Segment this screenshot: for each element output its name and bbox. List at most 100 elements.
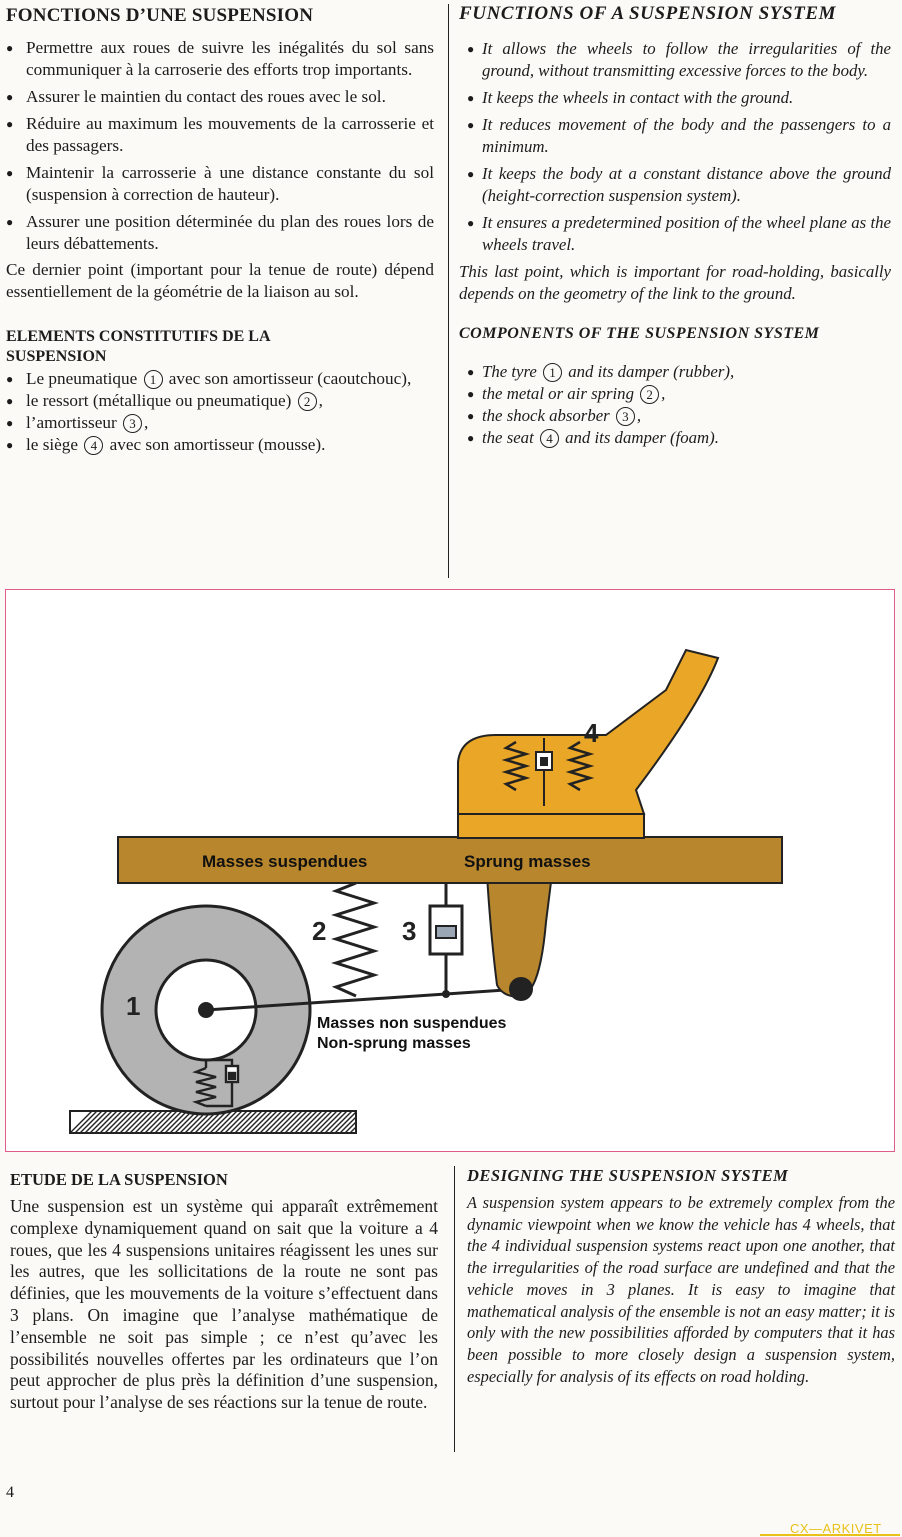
ground-hatch	[69, 1110, 357, 1134]
list-item: Assurer une position déterminée du plan …	[6, 211, 434, 255]
list-item: the seat 4 and its damper (foam).	[459, 427, 891, 449]
callout-number: 2	[640, 385, 660, 404]
english-study-title: DESIGNING THE SUSPENSION SYSTEM	[467, 1166, 789, 1185]
english-study-text: A suspension system appears to be extrem…	[467, 1193, 895, 1386]
hatch-line	[129, 1110, 153, 1134]
component-text: ,	[144, 413, 149, 432]
hatch-line	[329, 1110, 353, 1134]
callout-4: 4	[584, 718, 599, 748]
tyre-damper	[192, 1058, 240, 1108]
list-item: It ensures a predetermined position of t…	[459, 212, 891, 256]
hatch-line	[229, 1110, 253, 1134]
hatch-line	[254, 1110, 278, 1134]
callout-number: 1	[143, 370, 163, 389]
component-text: ,	[318, 391, 323, 410]
english-column-bottom: DESIGNING THE SUSPENSION SYSTEM A suspen…	[467, 1166, 895, 1387]
list-item: Le pneumatique 1 avec son amortisseur (c…	[6, 368, 434, 390]
hatch-line	[249, 1110, 273, 1134]
english-components-list: The tyre 1 and its damper (rubber), the …	[459, 361, 891, 449]
shock-absorber-3	[428, 883, 464, 994]
hatch-line	[294, 1110, 318, 1134]
callout-1: 1	[126, 991, 140, 1021]
french-study-text: Une suspension est un système qui appara…	[10, 1196, 438, 1413]
suspension-diagram: Masses suspendues Sprung masses 1 2 3 4 …	[5, 589, 895, 1152]
component-text: the metal or air spring	[482, 384, 634, 403]
component-text: and its damper (rubber),	[568, 362, 735, 381]
hatch-line	[89, 1110, 113, 1134]
component-text: le ressort (métallique ou pneumatique)	[26, 391, 292, 410]
list-item: It keeps the wheels in contact with the …	[459, 87, 891, 109]
french-column-top: FONCTIONS D’UNE SUSPENSION Permettre aux…	[6, 4, 434, 456]
hatch-line	[279, 1110, 303, 1134]
hatch-line	[114, 1110, 138, 1134]
english-function-list: It allows the wheels to follow the irreg…	[459, 38, 891, 256]
list-item: Assurer le maintien du contact des roues…	[6, 86, 434, 108]
component-text: le siège	[26, 435, 79, 454]
callout-number: 3	[615, 407, 635, 426]
hatch-line	[124, 1110, 148, 1134]
sprung-mass-label-fr: Masses suspendues	[202, 852, 367, 871]
hatch-line	[309, 1110, 333, 1134]
english-column-top: FUNCTIONS OF A SUSPENSION SYSTEM It allo…	[459, 2, 891, 449]
list-item: It keeps the body at a constant distance…	[459, 163, 891, 207]
list-item: the shock absorber 3,	[459, 405, 891, 427]
hatch-line	[119, 1110, 143, 1134]
french-paragraph: Ce dernier point (important pour la tenu…	[6, 260, 434, 301]
list-item: le siège 4 avec son amortisseur (mousse)…	[6, 434, 434, 456]
hatch-line	[154, 1110, 178, 1134]
hatch-line	[169, 1110, 193, 1134]
hatch-line	[299, 1110, 323, 1134]
page-number: 4	[6, 1484, 14, 1501]
hatch-line	[139, 1110, 163, 1134]
hatch-line	[314, 1110, 338, 1134]
hatch-line	[69, 1110, 93, 1134]
component-text: avec son amortisseur (caoutchouc),	[168, 369, 412, 388]
french-function-list: Permettre aux roues de suivre les inégal…	[6, 37, 434, 255]
component-text: and its damper (foam).	[565, 428, 719, 447]
hatch-line	[324, 1110, 348, 1134]
seat	[457, 648, 720, 839]
hatch-line	[144, 1110, 168, 1134]
list-item: It reduces movement of the body and the …	[459, 114, 891, 158]
list-item: the metal or air spring 2,	[459, 383, 891, 405]
spring-2	[331, 881, 379, 998]
list-item: It allows the wheels to follow the irreg…	[459, 38, 891, 82]
callout-number: 3	[123, 414, 142, 433]
column-divider-top	[448, 4, 449, 578]
hatch-line	[239, 1110, 263, 1134]
hatch-line	[284, 1110, 308, 1134]
english-paragraph: This last point, which is important for …	[459, 262, 891, 303]
hatch-line	[344, 1121, 357, 1134]
hatch-line	[164, 1110, 188, 1134]
hatch-line	[274, 1110, 298, 1134]
callout-number: 1	[543, 363, 563, 382]
hatch-line	[104, 1110, 128, 1134]
hatch-line	[219, 1110, 243, 1134]
hatch-line	[134, 1110, 158, 1134]
hatch-line	[109, 1110, 133, 1134]
hatch-line	[244, 1110, 268, 1134]
hatch-line	[74, 1110, 98, 1134]
list-item: Réduire au maximum les mouvements de la …	[6, 113, 434, 157]
watermark-underline	[760, 1534, 900, 1536]
hatch-line	[264, 1110, 288, 1134]
body-bar	[117, 836, 783, 884]
hatch-line	[224, 1110, 248, 1134]
english-components-title: COMPONENTS OF THE SUSPENSION SYSTEM	[459, 325, 820, 342]
component-text: ,	[636, 406, 642, 425]
component-text: Le pneumatique	[26, 369, 138, 388]
hatch-line	[214, 1110, 238, 1134]
hatch-line	[339, 1116, 357, 1134]
hatch-line	[259, 1110, 283, 1134]
list-item: Maintenir la carrosserie à une distance …	[6, 162, 434, 206]
hatch-line	[234, 1110, 258, 1134]
watermark: CX—ARKIVET	[790, 1521, 882, 1536]
sprung-mass-label-en: Sprung masses	[464, 852, 591, 871]
arm-pivot	[509, 977, 533, 1001]
french-components-list: Le pneumatique 1 avec son amortisseur (c…	[6, 368, 434, 456]
column-divider-bottom	[454, 1166, 455, 1452]
component-text: The tyre	[482, 362, 537, 381]
unsprung-mass-label-fr: Masses non suspendues	[317, 1015, 506, 1032]
hatch-line	[354, 1131, 357, 1134]
hatch-line	[349, 1126, 357, 1134]
